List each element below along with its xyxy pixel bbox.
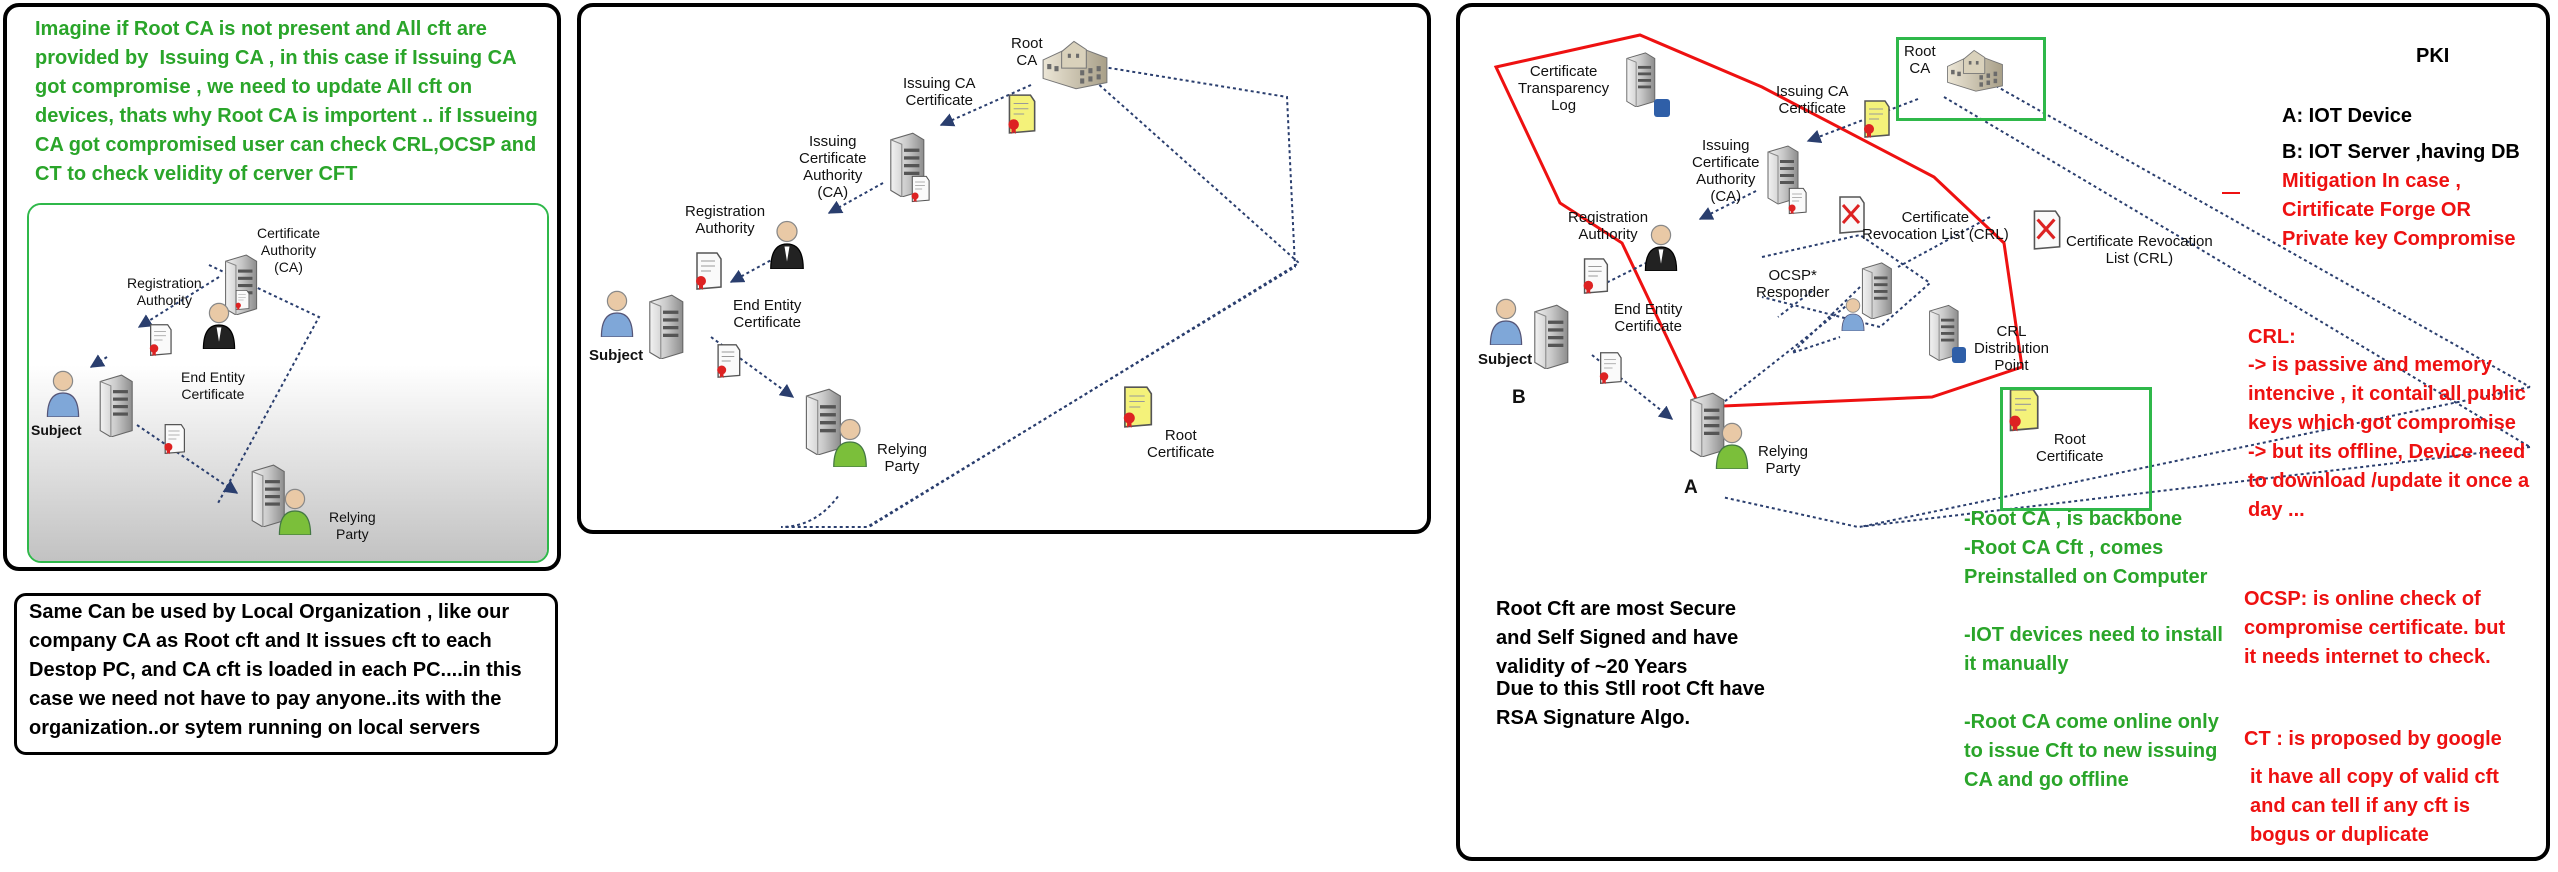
subject-label-3: Subject: [1478, 351, 1533, 368]
panel-root-ca-importance: Imagine if Root CA is not present and Al…: [3, 3, 561, 571]
pki-title: PKI: [2416, 45, 2450, 67]
rp-label-3: Relying Party: [1758, 443, 1809, 477]
pki-hierarchy-diagram: [600, 40, 1301, 528]
crl-label-2: Certificate Revocation List (CRL): [2066, 233, 2213, 267]
pki-iot-diagram: [1489, 33, 2531, 529]
root-cert-highlight: [2000, 387, 2152, 511]
issuing-ca-label: Issuing Certificate Authority (CA): [799, 133, 867, 201]
issuing-cert-label: Issuing CA Certificate: [903, 75, 976, 109]
ct-body: it have all copy of valid cft and can te…: [2250, 766, 2499, 846]
issuing-cert-label-3: Issuing CA Certificate: [1776, 83, 1849, 117]
root-ca-highlight: [1896, 37, 2046, 121]
label-a: A: [1684, 477, 1698, 498]
local-organization-note: Same Can be used by Local Organization ,…: [14, 593, 558, 755]
ra-label-2: Registration Authority: [685, 203, 766, 237]
rp-label-2: Relying Party: [877, 441, 928, 475]
rp-label: Relying Party: [329, 509, 376, 542]
ocsp-label: OCSP* Responder: [1756, 267, 1830, 301]
crl-label-1: Certificate Revocation List (CRL): [1862, 209, 2009, 243]
ra-label-3: Registration Authority: [1568, 209, 1649, 243]
intro-note: Imagine if Root CA is not present and Al…: [35, 18, 548, 185]
panel-pki-iot: Certificate Transparency Log Root CA Iss…: [1456, 3, 2550, 861]
ocsp-note: OCSP: is online check of compromise cert…: [2244, 588, 2506, 668]
diagram-hierarchy-simple: Certificate Authority (CA) Registration …: [27, 203, 549, 563]
root-rsa-note: Due to this Stll root Cft have RSA Signa…: [1496, 678, 1765, 729]
root-ca-label: Root CA: [1011, 35, 1043, 69]
legend-a: A: IOT Device: [2282, 105, 2413, 127]
eec-label-3: End Entity Certificate: [1614, 301, 1683, 335]
panel-pki-hierarchy: Root CA Issuing CA Certificate Issuing C…: [577, 3, 1431, 534]
local-organization-text: Same Can be used by Local Organization ,…: [29, 601, 528, 739]
subject-label-2: Subject: [589, 347, 644, 364]
root-ca-points: -Root CA , is backbone -Root CA Cft , co…: [1964, 508, 2223, 791]
ct-note: CT : is proposed by google: [2244, 728, 2502, 750]
subject-label: Subject: [31, 422, 82, 438]
label-b: B: [1512, 387, 1526, 408]
eec-label-2: End Entity Certificate: [733, 297, 802, 331]
root-secure-note: Root Cft are most Secure and Self Signed…: [1496, 598, 1739, 678]
ca-label: Certificate Authority (CA): [257, 225, 321, 275]
root-cert-label-2: Root Certificate: [1147, 427, 1215, 461]
ctl-label: Certificate Transparency Log: [1518, 63, 1610, 114]
legend-b: B: IOT Server ,having DB: [2282, 141, 2520, 163]
eec-label: End Entity Certificate: [181, 369, 245, 402]
ra-label: Registration Authority: [127, 275, 202, 308]
issuing-ca-label-3: Issuing Certificate Authority (CA): [1692, 137, 1760, 205]
root-cert-label-3: Root Certificate: [2036, 431, 2104, 465]
root-ca-label-3: Root CA: [1904, 43, 1936, 77]
crl-title: CRL:: [2248, 326, 2296, 348]
crl-note: -> is passive and memory intencive , it …: [2248, 354, 2530, 521]
crl-dp-label: CRL Distribution Point: [1974, 323, 2050, 374]
mitigation-note: Mitigation In case , Cirtificate Forge O…: [2282, 170, 2516, 250]
